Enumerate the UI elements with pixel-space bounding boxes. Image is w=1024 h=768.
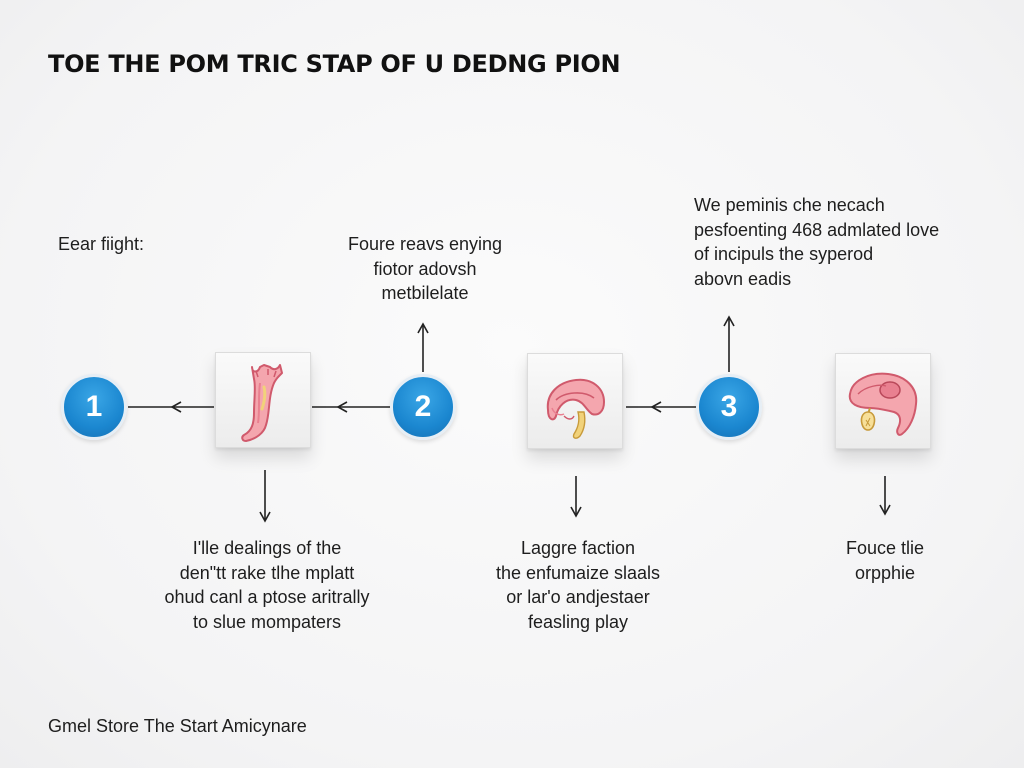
step-2-description: Laggre faction the enfumaize slaals or l… — [495, 538, 661, 632]
stomach-gallbladder-icon — [848, 372, 918, 436]
step-3-description: Fouce tlie orpphie — [845, 538, 925, 583]
stomach-icon — [546, 378, 606, 439]
stomach-gallbladder-card — [835, 353, 931, 449]
left-label: Eear fiight: — [58, 234, 145, 254]
step-2-badge: 2 — [390, 374, 456, 440]
esophagus-icon — [241, 364, 283, 442]
top-right-note: We peminis che necach pesfoenting 468 ad… — [694, 195, 940, 289]
stomach-card — [527, 353, 623, 449]
page-title: TOE THE POM TRIC STAP OF U DEDNG PION — [48, 50, 621, 78]
top-middle-note: Foure reavs enying fiotor adovsh metbile… — [347, 234, 503, 303]
step-1-description: I'lle dealings of the den"tt rake tlhe m… — [164, 538, 370, 632]
footer-caption: Gmel Store The Start Amicynare — [48, 716, 307, 736]
step-1-badge: 1 — [61, 374, 127, 440]
esophagus-card — [215, 352, 311, 448]
step-3-badge: 3 — [696, 374, 762, 440]
